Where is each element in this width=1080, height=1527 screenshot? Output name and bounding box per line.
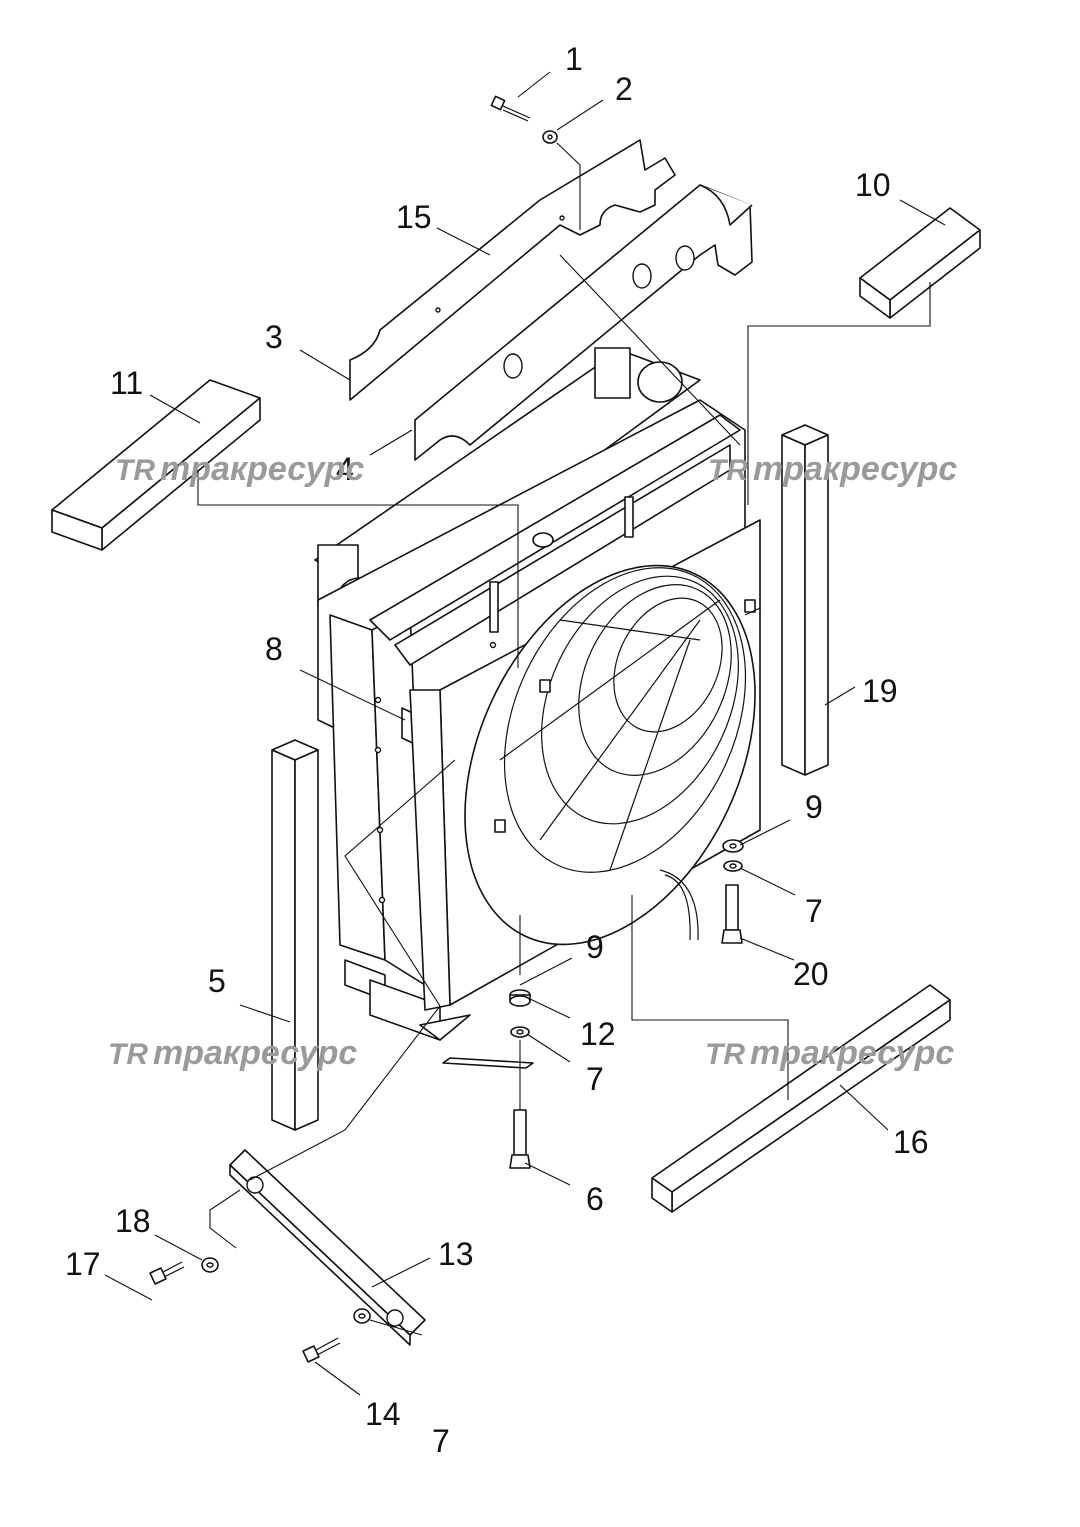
- watermark-top-right: TR тракресурс: [708, 450, 957, 488]
- watermark-text: тракресурс: [160, 450, 364, 488]
- callout-11: 11: [110, 365, 143, 401]
- callout-3: 3: [265, 319, 283, 355]
- callout-14: 14: [365, 1396, 401, 1432]
- post-19: [781, 424, 829, 776]
- washer-7-bracket: [353, 1308, 371, 1324]
- bar-10: [859, 207, 981, 319]
- watermark-text: тракресурс: [153, 1034, 357, 1072]
- callout-7-a: 7: [805, 893, 823, 929]
- watermark-logo: TR: [115, 454, 155, 487]
- fastener-6-bolt: [509, 1109, 531, 1169]
- fastener-14-bolt: [302, 1337, 341, 1363]
- watermark-bottom-left: TR тракресурс: [108, 1034, 357, 1072]
- watermark-text: тракресурс: [750, 1034, 954, 1072]
- spacer-12: [509, 989, 531, 1007]
- washer-18: [201, 1257, 219, 1273]
- callout-13: 13: [438, 1236, 474, 1272]
- callout-16: 16: [893, 1124, 929, 1160]
- bar-11: [51, 379, 261, 551]
- callout-7-b: 7: [586, 1061, 604, 1097]
- plate-3: [349, 139, 676, 401]
- fastener-17-bolt: [149, 1261, 185, 1285]
- watermark-top-left: TR тракресурс: [115, 450, 364, 488]
- shim-plate: [442, 1057, 534, 1069]
- washer-9-upper: [722, 839, 744, 853]
- callout-9-b: 9: [586, 929, 604, 965]
- callout-9-a: 9: [805, 789, 823, 825]
- bracket-13: [229, 1149, 426, 1346]
- callout-19: 19: [862, 673, 898, 709]
- callout-labels: 1 2 3 4 5 6 7 7 7 8 9 9 10 11 12 13 14 1…: [65, 41, 929, 1459]
- watermark-bottom-right: TR тракресурс: [705, 1034, 954, 1072]
- watermark-logo: TR: [705, 1038, 745, 1071]
- watermark-logo: TR: [108, 1038, 148, 1071]
- callout-12: 12: [580, 1016, 616, 1052]
- callout-18: 18: [115, 1203, 151, 1239]
- fan-guard: [464, 564, 756, 946]
- washer-7-lower: [510, 1026, 530, 1038]
- watermark-text: тракресурс: [753, 450, 957, 488]
- fastener-1-bolt: [490, 95, 531, 122]
- callout-5: 5: [208, 963, 226, 999]
- callout-1: 1: [565, 41, 583, 77]
- callout-17: 17: [65, 1246, 101, 1282]
- fastener-20-bolt: [721, 884, 743, 944]
- leader-lines: [104, 71, 946, 1396]
- watermark-logo: TR: [708, 454, 748, 487]
- bracket-4: [414, 184, 753, 461]
- fastener-2-washer: [542, 130, 558, 144]
- callout-20: 20: [793, 956, 829, 992]
- callout-6: 6: [586, 1181, 604, 1217]
- callout-8: 8: [265, 631, 283, 667]
- post-5: [271, 739, 319, 1131]
- washer-7-upper: [723, 860, 743, 872]
- bar-16: [651, 984, 951, 1213]
- callout-4: 4: [336, 451, 354, 487]
- callout-15: 15: [396, 199, 432, 235]
- callout-7-c: 7: [432, 1423, 450, 1459]
- callout-10: 10: [855, 167, 891, 203]
- callout-2: 2: [615, 71, 633, 107]
